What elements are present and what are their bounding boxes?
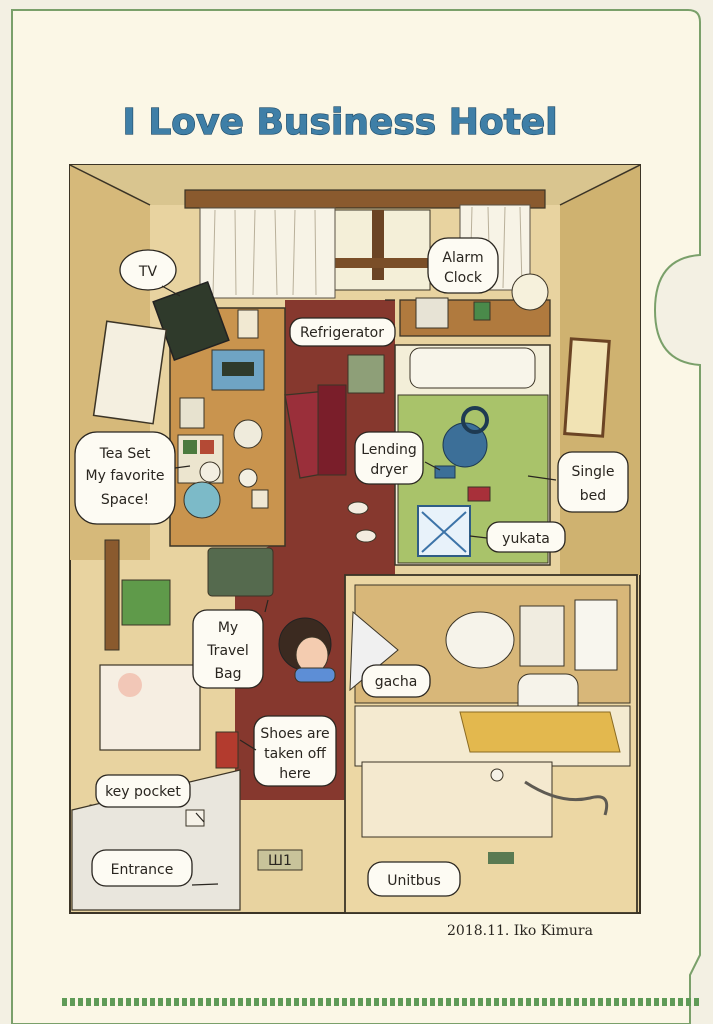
key-pocket-bubble xyxy=(95,774,191,808)
travel-bag-label-1: My xyxy=(218,620,238,636)
entrance-label: Entrance xyxy=(111,862,174,878)
alarm-clock-label-2: Clock xyxy=(444,270,483,286)
pillow xyxy=(409,347,536,389)
desk xyxy=(152,280,286,547)
refrigerator-label: Refrigerator xyxy=(300,325,384,341)
tea-set-bubble xyxy=(74,431,176,525)
single-bed-label-2: bed xyxy=(580,488,606,504)
person xyxy=(278,617,336,683)
left-wall-mirror xyxy=(99,664,201,751)
travel-bag-bubble xyxy=(192,609,264,689)
shoes-label-1: Shoes are xyxy=(260,726,329,742)
desk-lamp xyxy=(183,481,221,519)
yukata-bubble xyxy=(486,521,566,553)
night-table xyxy=(399,273,551,337)
gacha-label: gacha xyxy=(375,674,418,690)
tv-bubble xyxy=(119,249,177,291)
wall-picture-right xyxy=(563,337,611,438)
dryer-label-2: dryer xyxy=(370,462,408,478)
dryer-label-1: Lending xyxy=(361,442,417,458)
unit-bath xyxy=(344,574,638,914)
tv-label: TV xyxy=(138,264,158,280)
labels: TV Alarm Clock Refrigerator Tea Set My f… xyxy=(74,237,629,897)
key-pocket-label: key pocket xyxy=(105,784,181,800)
shoes-label-2: taken off xyxy=(264,746,326,762)
shower-hose xyxy=(524,780,609,816)
tissue-box xyxy=(237,309,259,339)
travel-bag-label-2: Travel xyxy=(206,643,249,659)
chair xyxy=(284,384,347,479)
bathtub xyxy=(361,761,553,838)
unitbus-bubble xyxy=(367,861,461,897)
pointer-arrows xyxy=(161,285,557,886)
tea-set-label-2: My favorite xyxy=(86,468,165,484)
luggage-stand xyxy=(207,547,274,597)
slippers xyxy=(347,501,377,543)
alarm-clock-bubble xyxy=(427,237,499,294)
page-title: I Love Business Hotel xyxy=(122,102,557,143)
kettle xyxy=(233,419,263,449)
alarm-clock-label-1: Alarm xyxy=(442,250,483,266)
dryer-bubble xyxy=(354,431,424,485)
tea-set-label-1: Tea Set xyxy=(99,446,151,462)
single-bed-bubble xyxy=(557,451,629,513)
entrance-bubble xyxy=(91,849,193,887)
clothes-hanger xyxy=(104,539,120,651)
unitbus-label: Unitbus xyxy=(387,873,441,889)
lamp xyxy=(511,273,549,311)
travel-bag-label-3: Bag xyxy=(214,666,241,682)
entrance-mat-text: Ш1 xyxy=(268,853,292,869)
single-bed-label-1: Single xyxy=(571,464,614,480)
toilet xyxy=(445,611,515,669)
gacha-bubble xyxy=(361,664,431,698)
yukata-label: yukata xyxy=(502,531,550,547)
shoes-bubble xyxy=(253,715,337,787)
signature: 2018.11. Iko Kimura xyxy=(447,923,593,939)
shoes xyxy=(215,731,239,769)
wall-mirror-left xyxy=(92,320,168,425)
alarm-clock xyxy=(415,297,449,329)
shoes-label-3: here xyxy=(279,766,311,782)
refrigerator xyxy=(347,354,385,394)
curtain-left xyxy=(199,207,336,299)
tea-set-label-3: Space! xyxy=(101,492,149,508)
refrigerator-bubble xyxy=(289,317,396,347)
